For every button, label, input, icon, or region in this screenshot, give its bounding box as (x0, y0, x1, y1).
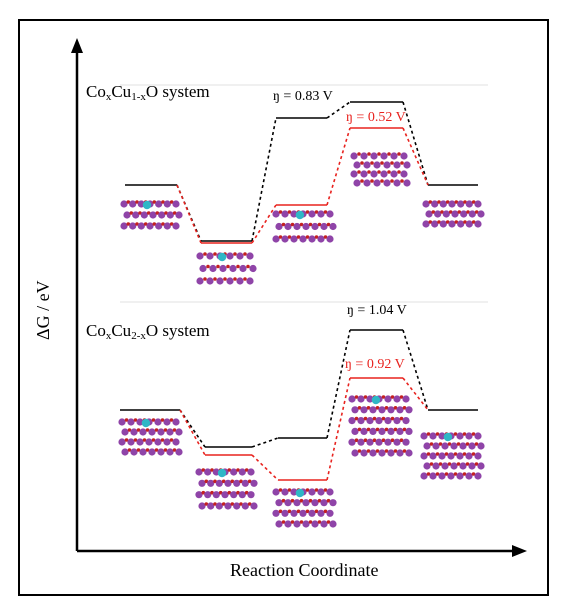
y-axis-label: ΔG / eV (33, 280, 53, 340)
slab-structure-7 (195, 468, 258, 510)
slab-structure-9 (348, 395, 413, 457)
top-black-path (125, 101, 478, 242)
slab-structure-4 (350, 152, 411, 187)
slab-structure-6 (118, 418, 183, 456)
top-overpotential-black: ŋ = 0.83 V (273, 89, 333, 104)
y-axis-arrow (71, 38, 83, 53)
top-system-label: CoxCu1-xO system (86, 82, 210, 103)
bottom-system-label: CoxCu2-xO system (86, 321, 210, 342)
crystal-structures (118, 152, 485, 528)
slab-structure-10 (420, 432, 485, 480)
bottom-overpotential-black: ŋ = 1.04 V (347, 303, 407, 318)
slab-structure-8 (272, 488, 337, 528)
x-axis-label: Reaction Coordinate (230, 560, 379, 580)
x-axis-arrow (512, 545, 527, 557)
slab-structure-3 (272, 210, 337, 243)
bottom-overpotential-red: ŋ = 0.92 V (345, 357, 405, 372)
slab-structure-2 (196, 252, 257, 285)
figure-frame (18, 19, 549, 596)
top-red-path (176, 127, 429, 244)
slab-structure-5 (422, 200, 485, 228)
slab-structure-1 (120, 200, 183, 230)
top-overpotential-red: ŋ = 0.52 V (346, 110, 406, 125)
bottom-red-path (179, 377, 429, 481)
